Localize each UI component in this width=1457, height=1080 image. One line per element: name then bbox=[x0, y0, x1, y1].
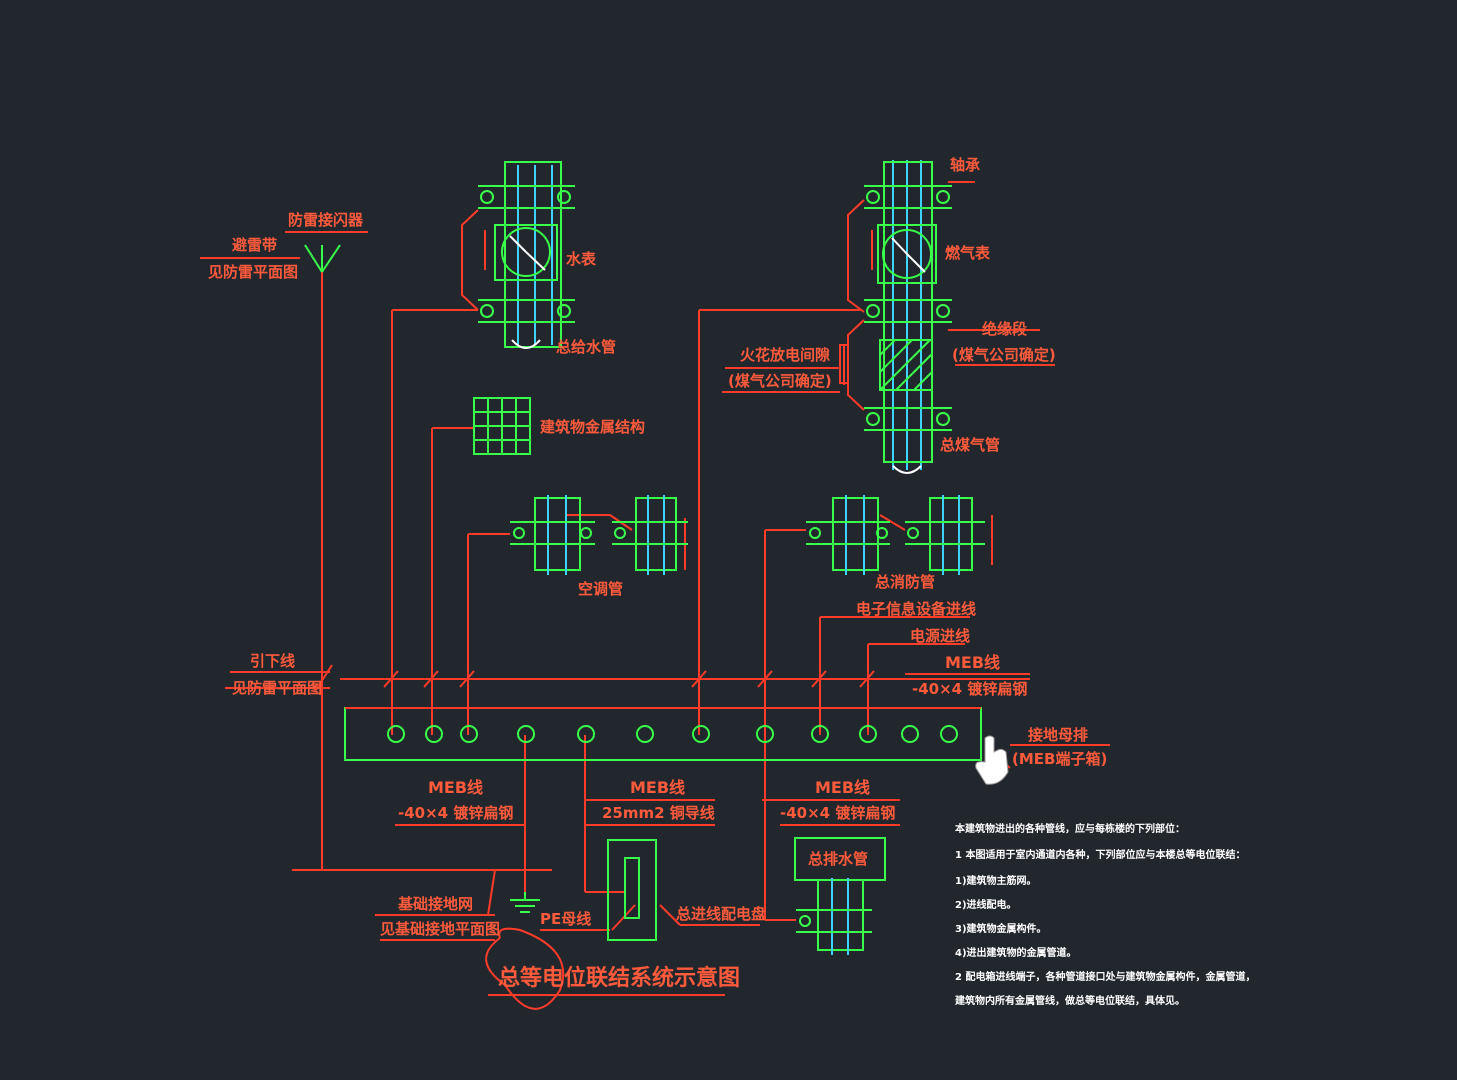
note-line: 2)进线配电。 bbox=[955, 898, 1017, 911]
label-bearing: 轴承 bbox=[950, 156, 980, 174]
note-line: 4)进出建筑物的金属管道。 bbox=[955, 946, 1077, 959]
diagram-labels: 避雷带 见防雷平面图 防雷接闪器 水表 总给水管 轴承 燃气表 绝缘段 (煤气公… bbox=[208, 156, 1107, 991]
label-meb-box: (MEB端子箱) bbox=[1012, 750, 1107, 768]
ac-pipe-icon bbox=[510, 495, 688, 575]
label-ac-pipe: 空调管 bbox=[578, 580, 623, 598]
water-meter-icon bbox=[478, 161, 575, 349]
wiring bbox=[200, 181, 1110, 996]
arrester-icon bbox=[304, 244, 341, 273]
label-steel-top: -40×4 镀锌扁钢 bbox=[912, 680, 1027, 698]
label-power-entry: 电源进线 bbox=[910, 627, 970, 645]
label-fire-pipe: 总消防管 bbox=[875, 573, 935, 591]
label-main-panel: 总进线配电盘 bbox=[676, 905, 766, 923]
label-meb-line-1: MEB线 bbox=[428, 778, 483, 797]
label-meb-line-2: MEB线 bbox=[630, 778, 685, 797]
note-line: 建筑物内所有金属管线，做总等电位联结，具体见。 bbox=[954, 994, 1185, 1007]
label-lightning-plan-1: 见防雷平面图 bbox=[208, 263, 298, 281]
label-insulation-section: 绝缘段 bbox=[982, 320, 1027, 338]
label-lightning-belt: 避雷带 bbox=[232, 236, 277, 254]
label-foundation-plan: 见基础接地平面图 bbox=[380, 920, 500, 938]
annotation-scribble bbox=[485, 927, 565, 1010]
label-main-water-pipe: 总给水管 bbox=[556, 338, 616, 356]
label-foundation-net: 基础接地网 bbox=[397, 895, 473, 913]
label-steel-3: -40×4 镀锌扁钢 bbox=[780, 804, 895, 822]
label-ground-bus: 接地母排 bbox=[1028, 726, 1088, 744]
label-meb-line-3: MEB线 bbox=[815, 778, 870, 797]
label-gas-meter: 燃气表 bbox=[945, 244, 991, 262]
label-arrester: 防雷接闪器 bbox=[288, 211, 364, 229]
note-line: 1 本图适用于室内通道内各种，下列部位应与本楼总等电位联结： bbox=[955, 848, 1245, 861]
note-line: 2 配电箱进线端子，各种管道接口处与建筑物金属构件，金属管道， bbox=[955, 970, 1255, 983]
label-steel-1: -40×4 镀锌扁钢 bbox=[398, 804, 513, 822]
note-line: 1)建筑物主筋网。 bbox=[955, 874, 1037, 887]
diagram-title: 总等电位联结系统示意图 bbox=[498, 965, 740, 991]
label-water-meter: 水表 bbox=[566, 250, 597, 268]
metal-structure-icon bbox=[473, 397, 531, 455]
label-drain-pipe: 总排水管 bbox=[808, 850, 868, 868]
label-gas-company-1: (煤气公司确定) bbox=[952, 346, 1056, 364]
gas-meter-icon bbox=[864, 160, 952, 474]
main-panel-icon bbox=[607, 839, 657, 941]
earth-icon bbox=[510, 892, 540, 913]
label-pe-bus: PE母线 bbox=[540, 910, 591, 928]
label-meb-line-top: MEB线 bbox=[945, 653, 1000, 672]
note-line: 3)建筑物金属构件。 bbox=[955, 922, 1047, 935]
label-spark-gap: 火花放电间隙 bbox=[740, 346, 830, 364]
label-main-gas-pipe: 总煤气管 bbox=[940, 436, 1000, 454]
label-lightning-plan-2: 见防雷平面图 bbox=[232, 679, 322, 697]
label-metal-structure: 建筑物金属结构 bbox=[540, 418, 645, 436]
label-copper-wire: 25mm2 铜导线 bbox=[602, 804, 715, 822]
note-line: 本建筑物进出的各种管线，应与每栋楼的下列部位： bbox=[955, 822, 1185, 835]
hand-cursor-icon bbox=[975, 735, 1009, 785]
label-electronic-entry: 电子信息设备进线 bbox=[856, 600, 976, 618]
ground-bus-bar bbox=[344, 707, 982, 761]
notes-block: 本建筑物进出的各种管线，应与每栋楼的下列部位： 1 本图适用于室内通道内各种，下… bbox=[954, 822, 1255, 1007]
fire-pipe-icon bbox=[806, 495, 985, 575]
drain-pipe-icon bbox=[794, 837, 886, 955]
label-gas-company-2: (煤气公司确定) bbox=[728, 372, 832, 390]
label-down-conductor: 引下线 bbox=[250, 652, 295, 670]
